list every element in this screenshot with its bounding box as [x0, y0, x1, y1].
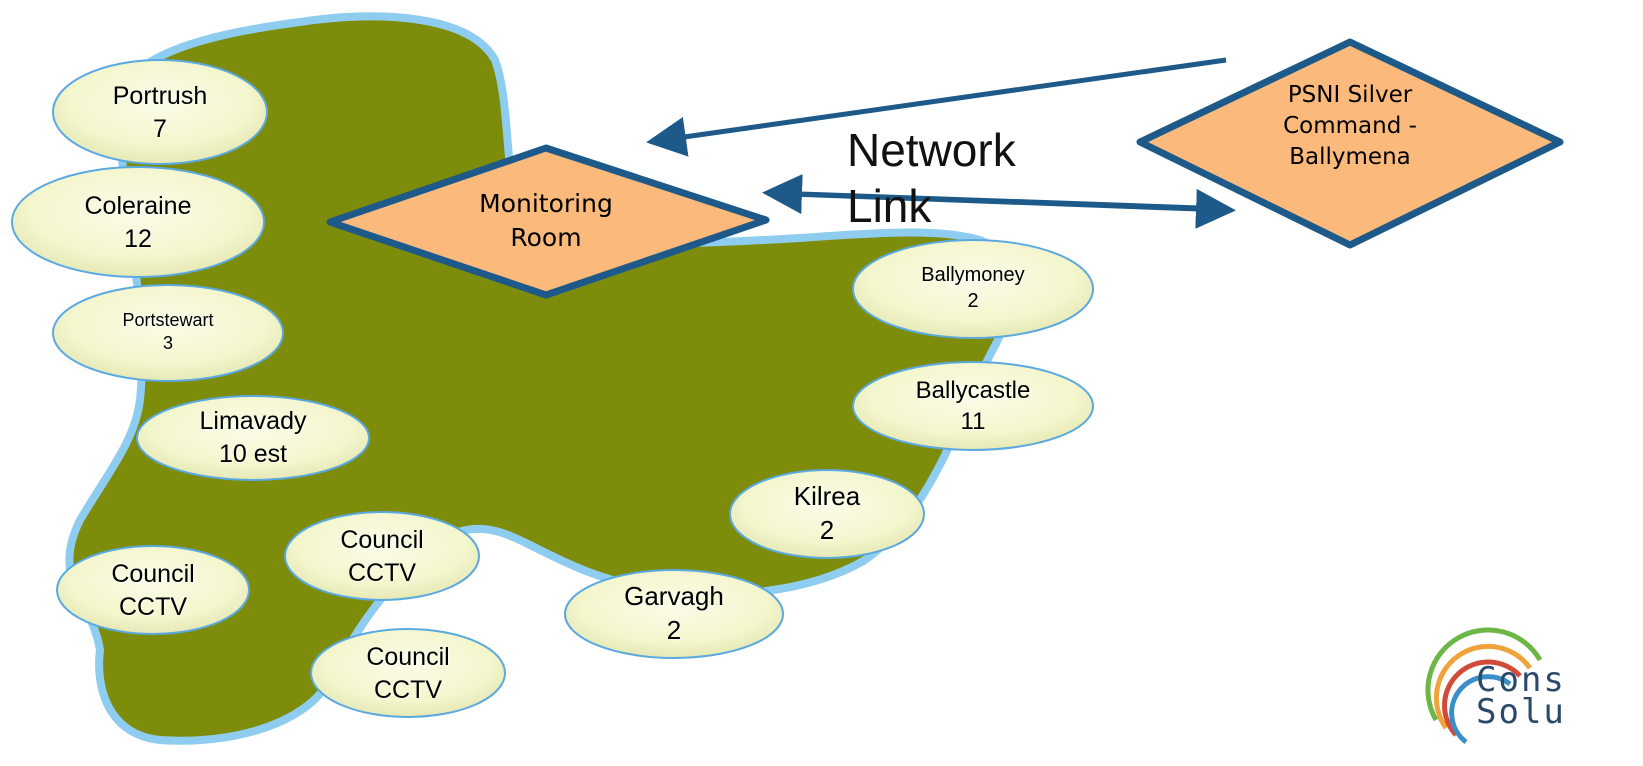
- network-link-line2: Link: [847, 180, 932, 232]
- arrow-to-monitoring-room: [646, 57, 1227, 157]
- company-logo: Cons Solu: [1476, 660, 1566, 732]
- bubble-ballycastle: [852, 361, 1094, 451]
- monitoring-room-diamond: [326, 144, 770, 299]
- logo-line2: Solu: [1476, 692, 1566, 732]
- bubble-kilrea: [729, 469, 925, 559]
- logo-swirl-icon: [1425, 627, 1543, 744]
- bubble-coleraine: [11, 166, 265, 278]
- bubble-council-cctv-2: [284, 511, 480, 601]
- bubble-portstewart: [52, 284, 284, 382]
- logo-line1: Cons: [1476, 660, 1566, 700]
- bubble-ballymoney: [852, 239, 1094, 339]
- bubble-council-cctv-1: [56, 545, 250, 635]
- bubble-council-cctv-3: [310, 628, 506, 718]
- bubble-limavady: [136, 395, 370, 481]
- network-link-line1: Network: [847, 124, 1016, 176]
- bubble-garvagh: [564, 569, 784, 659]
- network-link-label: Network Link: [847, 122, 1016, 234]
- bubble-portrush: [52, 59, 268, 165]
- psni-command-diamond: [1136, 38, 1564, 249]
- arrow-to-psni: [789, 188, 1236, 229]
